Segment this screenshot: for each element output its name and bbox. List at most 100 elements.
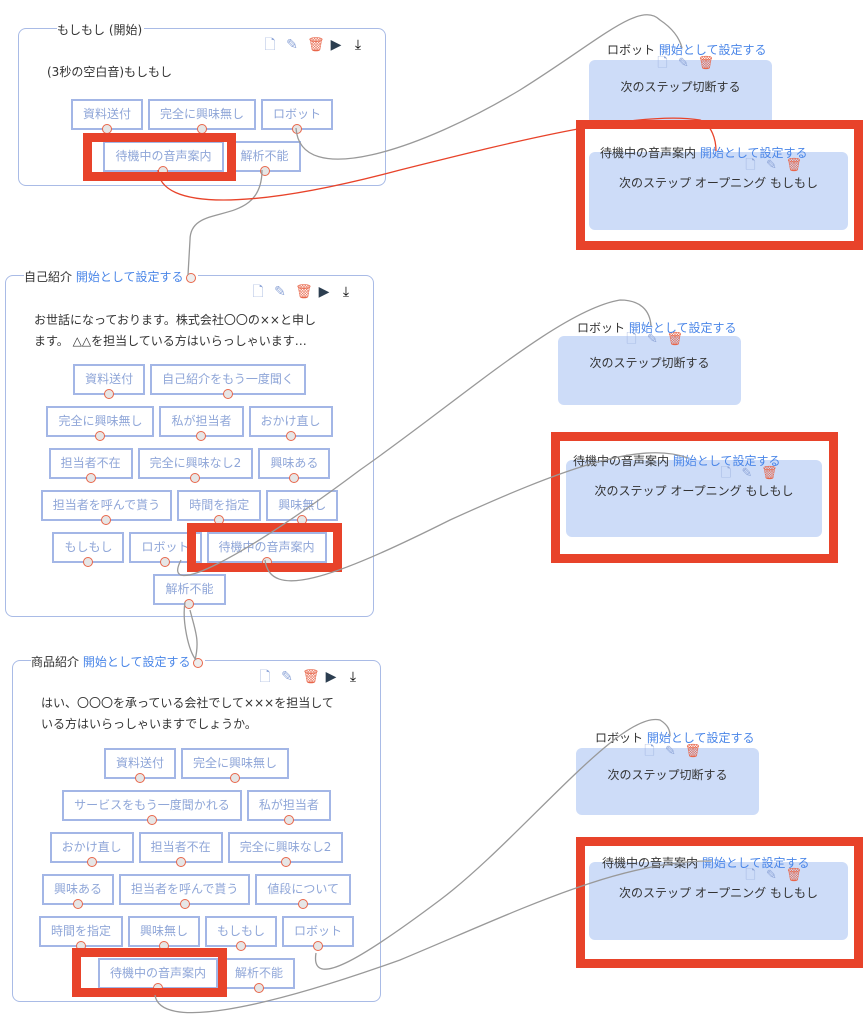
connector-dot[interactable]	[283, 815, 294, 825]
connector-dot[interactable]	[101, 124, 112, 134]
connector-dot[interactable]	[175, 857, 186, 867]
edit-icon[interactable]: ✎	[274, 284, 286, 300]
edit-icon[interactable]: ✎	[766, 868, 777, 883]
response-button[interactable]: サービスをもう一度聞かれる	[62, 790, 242, 825]
trash-icon[interactable]: 🗑	[697, 56, 715, 71]
response-button[interactable]: 解析不能	[223, 958, 296, 993]
connector-dot[interactable]	[134, 773, 145, 783]
connector-dot[interactable]	[158, 166, 169, 176]
response-button[interactable]: 担当者不在	[138, 832, 223, 867]
edit-icon[interactable]: ✎	[766, 158, 777, 173]
set-as-start-link[interactable]: 開始として設定する	[699, 146, 808, 160]
set-as-start-link[interactable]: 開始として設定する	[658, 43, 767, 57]
response-button[interactable]: 私が担当者	[159, 406, 244, 441]
trash-icon[interactable]: 🗑	[307, 37, 325, 53]
trash-icon[interactable]: 🗑	[302, 669, 320, 685]
connector-dot[interactable]	[289, 473, 300, 483]
connector-dot[interactable]	[280, 857, 291, 867]
connector-dot[interactable]	[292, 124, 302, 134]
connector-dot[interactable]	[297, 515, 308, 525]
connector-dot[interactable]	[158, 941, 169, 951]
connector-dot[interactable]	[259, 166, 270, 176]
response-button[interactable]: もしもし	[52, 532, 125, 567]
response-button[interactable]: 時間を指定	[177, 490, 262, 525]
connector-dot[interactable]	[95, 431, 106, 441]
edit-icon[interactable]: ✎	[741, 466, 753, 481]
response-button[interactable]: 時間を指定	[38, 916, 123, 951]
set-as-start-link[interactable]: 開始として設定する	[75, 270, 184, 284]
connector-dot[interactable]	[72, 899, 83, 909]
response-button[interactable]: 担当者を呼んで貰う	[40, 490, 173, 525]
connector-dot[interactable]	[190, 473, 201, 483]
response-button[interactable]: 待機中の音声案内	[103, 141, 224, 176]
connector-dot[interactable]	[75, 941, 86, 951]
response-button[interactable]: 解析不能	[153, 574, 226, 609]
connector-dot[interactable]	[184, 599, 195, 609]
set-as-start-link[interactable]: 開始として設定する	[701, 856, 810, 870]
download-icon[interactable]: ⤓	[349, 669, 357, 685]
copy-icon[interactable]: 🗋	[657, 56, 668, 71]
response-button[interactable]: 完全に興味無し	[46, 406, 155, 441]
connector-dot[interactable]	[196, 431, 207, 441]
copy-icon[interactable]: 🗋	[259, 669, 271, 685]
response-button[interactable]: 資料送付	[103, 748, 176, 783]
copy-icon[interactable]: 🗋	[644, 744, 655, 759]
response-button[interactable]: 待機中の音声案内	[97, 958, 218, 993]
connector-dot[interactable]	[85, 473, 96, 483]
connector-dot[interactable]	[298, 899, 309, 909]
response-button[interactable]: ロボット	[261, 99, 334, 134]
response-button[interactable]: 完全に興味無し	[147, 99, 256, 134]
response-button[interactable]: 完全に興味無し	[181, 748, 290, 783]
connector-dot[interactable]	[146, 815, 157, 825]
edit-icon[interactable]: ✎	[665, 744, 676, 759]
response-button[interactable]: 解析不能	[228, 141, 301, 176]
set-as-start-link[interactable]: 開始として設定する	[628, 321, 737, 335]
response-button[interactable]: 値段について	[255, 874, 352, 909]
download-icon[interactable]: ⤓	[342, 284, 350, 300]
connector-dot[interactable]	[261, 557, 272, 567]
set-as-start-link[interactable]: 開始として設定する	[82, 655, 191, 669]
play-icon[interactable]: ▶	[318, 284, 330, 300]
response-button[interactable]: おかけ直し	[248, 406, 333, 441]
response-button[interactable]: ロボット	[282, 916, 355, 951]
trash-icon[interactable]: 🗑	[666, 332, 684, 347]
edit-icon[interactable]: ✎	[286, 37, 298, 53]
edit-icon[interactable]: ✎	[647, 332, 658, 347]
response-button[interactable]: 自己紹介をもう一度聞く	[150, 364, 306, 399]
response-button[interactable]: 担当者を呼んで貰う	[118, 874, 251, 909]
connector-dot[interactable]	[179, 899, 190, 909]
copy-icon[interactable]: 🗋	[745, 158, 756, 173]
response-button[interactable]: 完全に興味なし2	[227, 832, 344, 867]
edit-icon[interactable]: ✎	[281, 669, 293, 685]
response-button[interactable]: 興味ある	[41, 874, 114, 909]
connector-dot[interactable]	[160, 557, 171, 567]
trash-icon[interactable]: 🗑	[785, 868, 803, 883]
response-button[interactable]: 資料送付	[73, 364, 146, 399]
connector-dot[interactable]	[101, 515, 112, 525]
response-button[interactable]: 担当者不在	[48, 448, 133, 483]
connector-dot[interactable]	[230, 773, 240, 783]
response-button[interactable]: 興味無し	[266, 490, 339, 525]
connector-dot[interactable]	[86, 857, 97, 867]
response-button[interactable]: おかけ直し	[49, 832, 134, 867]
connector-dot[interactable]	[185, 272, 196, 283]
connector-dot[interactable]	[236, 941, 246, 951]
connector-dot[interactable]	[223, 389, 233, 399]
connector-dot[interactable]	[104, 389, 115, 399]
connector-dot[interactable]	[192, 657, 203, 668]
trash-icon[interactable]: 🗑	[295, 284, 313, 300]
copy-icon[interactable]: 🗋	[720, 466, 732, 481]
download-icon[interactable]: ⤓	[354, 37, 362, 53]
set-as-start-link[interactable]: 開始として設定する	[646, 731, 755, 745]
connector-dot[interactable]	[152, 983, 163, 993]
connector-dot[interactable]	[313, 941, 324, 951]
play-icon[interactable]: ▶	[325, 669, 337, 685]
edit-icon[interactable]: ✎	[678, 56, 689, 71]
response-button[interactable]: ロボット	[129, 532, 202, 567]
response-button[interactable]: 完全に興味なし2	[137, 448, 254, 483]
copy-icon[interactable]: 🗋	[264, 37, 276, 53]
connector-dot[interactable]	[83, 557, 94, 567]
response-button[interactable]: 興味無し	[127, 916, 200, 951]
response-button[interactable]: もしもし	[205, 916, 278, 951]
play-icon[interactable]: ▶	[330, 37, 342, 53]
